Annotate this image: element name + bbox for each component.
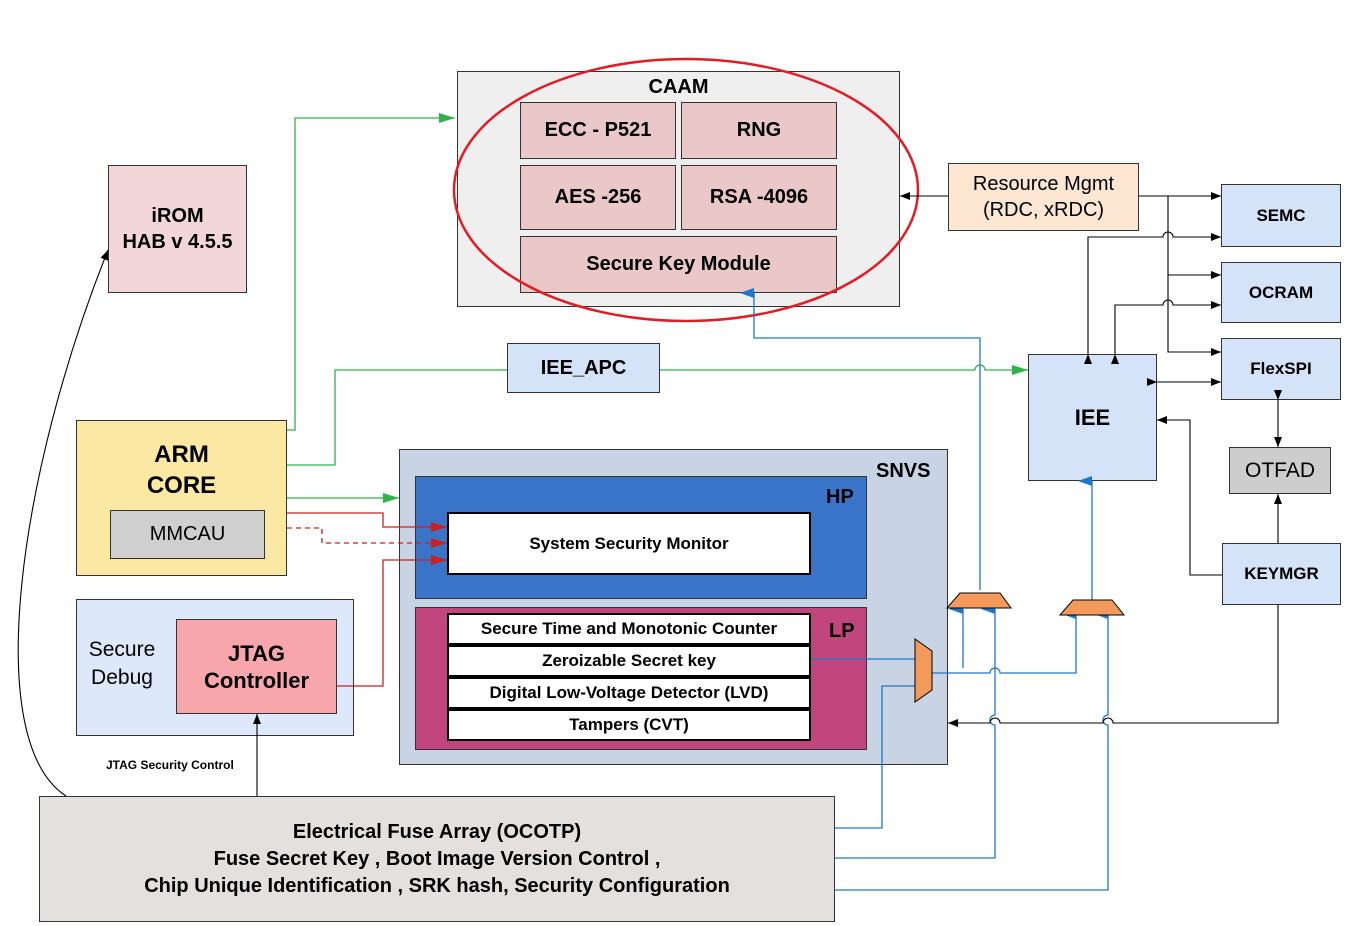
- jtag-title: JTAG: [227, 640, 286, 666]
- hab-version: HAB v 4.5.5: [122, 231, 233, 253]
- caam-rng: RNG: [681, 102, 837, 159]
- jtag-controller: JTAG Controller: [176, 619, 337, 714]
- arm-title: ARM: [154, 441, 209, 468]
- debug-label: Debug: [91, 666, 153, 689]
- secure-debug-label: Secure Debug: [82, 636, 162, 692]
- flexspi-block: FlexSPI: [1221, 338, 1341, 400]
- resource-mgmt-block: Resource Mgmt (RDC, xRDC): [948, 163, 1139, 231]
- core-title: CORE: [146, 472, 217, 499]
- system-security-monitor: System Security Monitor: [447, 512, 811, 575]
- ocram-block: OCRAM: [1221, 262, 1341, 323]
- fuse-line-2: Fuse Secret Key , Boot Image Version Con…: [213, 847, 661, 870]
- iee-block: IEE: [1028, 354, 1157, 481]
- mux-caam-key: [945, 592, 1012, 609]
- secure-label: Secure: [88, 638, 156, 661]
- irom-title: iROM: [151, 205, 204, 227]
- resource-mgmt-title: Resource Mgmt: [972, 173, 1115, 195]
- caam-ecc: ECC - P521: [520, 102, 676, 159]
- lp-row-tampers: Tampers (CVT): [447, 709, 811, 741]
- caam-aes: AES -256: [520, 165, 676, 230]
- snvs-title: SNVS: [876, 460, 931, 482]
- controller-title: Controller: [203, 667, 310, 693]
- resource-mgmt-subtitle: (RDC, xRDC): [982, 199, 1105, 221]
- iee-apc-block: IEE_APC: [507, 343, 660, 393]
- irom-block: iROM HAB v 4.5.5: [108, 165, 247, 293]
- fuse-array-block: Electrical Fuse Array (OCOTP) Fuse Secre…: [39, 796, 835, 922]
- caam-rsa: RSA -4096: [681, 165, 837, 230]
- lp-row-zeroizable-key: Zeroizable Secret key: [447, 645, 811, 677]
- semc-block: SEMC: [1221, 184, 1341, 247]
- otfad-block: OTFAD: [1229, 447, 1331, 494]
- mux-iee-key: [1058, 599, 1126, 616]
- lp-row-secure-time: Secure Time and Monotonic Counter: [447, 613, 811, 645]
- lp-row-lvd: Digital Low-Voltage Detector (LVD): [447, 677, 811, 709]
- caam-title: CAAM: [648, 76, 709, 98]
- hp-title: HP: [826, 486, 854, 508]
- mmcau-block: MMCAU: [110, 510, 265, 559]
- fuse-line-3: Chip Unique Identification , SRK hash, S…: [144, 874, 730, 897]
- fuse-title: Electrical Fuse Array (OCOTP): [292, 820, 582, 843]
- lp-title: LP: [829, 620, 855, 642]
- keymgr-block: KEYMGR: [1222, 543, 1341, 605]
- jtag-security-control-label: JTAG Security Control: [106, 758, 234, 772]
- secure-key-module: Secure Key Module: [520, 236, 837, 293]
